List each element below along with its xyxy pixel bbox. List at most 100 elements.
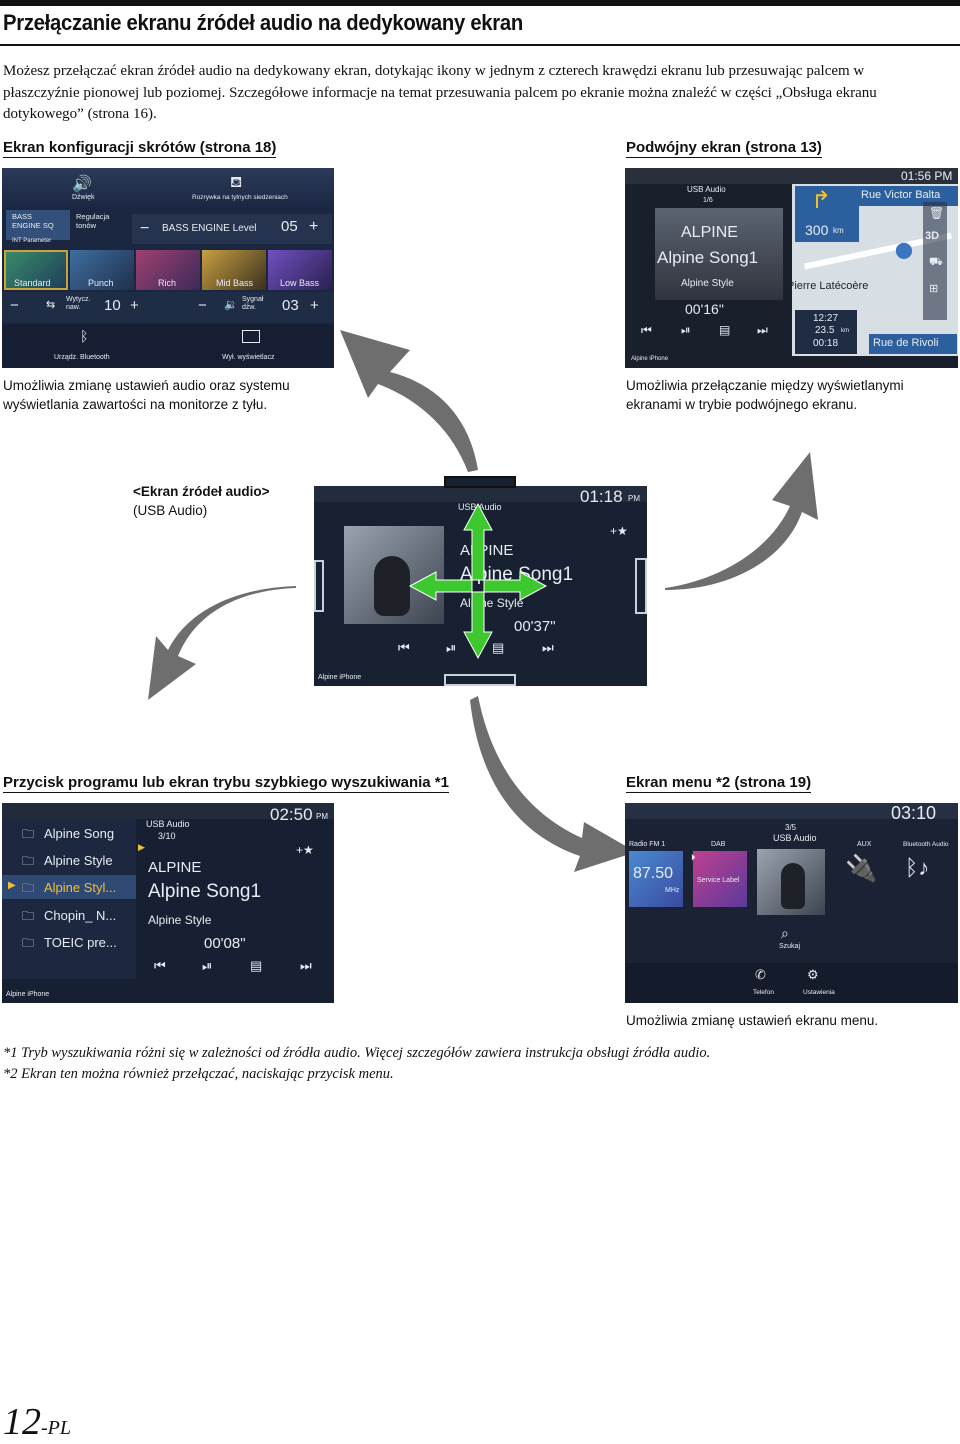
plus-button[interactable]: + [310, 297, 319, 314]
favorite-add-icon[interactable]: +★ [610, 524, 628, 538]
list-item[interactable]: Alpine Style [44, 853, 113, 868]
minus-button[interactable]: − [10, 297, 19, 314]
next-track-icon[interactable]: ⏭ [542, 640, 554, 655]
minus-button[interactable]: − [198, 297, 207, 314]
search-label: Szukaj [779, 943, 801, 950]
left-edge-tab[interactable] [314, 560, 324, 612]
aux-label: AUX [857, 841, 872, 848]
map-mode-icon[interactable]: ⊞ [929, 283, 939, 295]
poi-pin-icon: ⬤ [895, 242, 913, 259]
play-pause-icon[interactable]: ⏯ [681, 323, 691, 337]
favorite-add-icon[interactable]: +★ [296, 843, 314, 857]
elapsed-time: 00'16" [685, 301, 724, 317]
intro-paragraph: Możesz przełączać ekran źródeł audio na … [3, 63, 877, 122]
top-edge-tab[interactable] [444, 476, 516, 488]
plus-button[interactable]: + [309, 218, 319, 235]
search-icon[interactable]: ⌕ [781, 925, 789, 941]
shortcut-caption: Umożliwia zmianę ustawień audio oraz sys… [3, 378, 290, 412]
play-icon: ⏵ [691, 852, 696, 862]
bluetooth-audio-icon[interactable]: ᛒ♪ [905, 855, 930, 880]
play-pause-icon[interactable]: ⏯ [446, 640, 457, 655]
title-rule [0, 44, 960, 46]
prev-track-icon[interactable]: ⏮ [641, 323, 652, 337]
folder-icon: 🗀 [22, 827, 35, 841]
shortcut-bottom-bar [2, 324, 334, 368]
next-track-icon[interactable]: ⏭ [757, 323, 768, 337]
preset-punch[interactable] [70, 250, 134, 290]
distance-left-unit: km [841, 328, 849, 334]
repeat-icon[interactable]: ▤ [719, 323, 731, 337]
elapsed-time: 00'08" [204, 935, 246, 952]
source-label: USB Audio [687, 185, 726, 194]
settings-label: Ustawienia [803, 989, 835, 996]
footnote-2: *2 Ekran ten można również przełączać, n… [3, 1066, 394, 1082]
footnote-1: *1 Tryb wyszukiwania różni się w zależno… [3, 1045, 711, 1061]
repeat-icon[interactable]: ▤ [492, 640, 505, 655]
dab-tile[interactable] [693, 851, 747, 907]
sound-label: Dźwięk [72, 194, 95, 201]
display-off-icon[interactable] [242, 330, 260, 343]
turn-distance: 300 [805, 222, 829, 238]
bottom-edge-tab[interactable] [444, 674, 516, 686]
swipe-left-icon [408, 571, 473, 601]
penguin-figure [374, 556, 410, 616]
next-track-icon[interactable]: ⏭ [300, 958, 312, 973]
clock: 01:56 PM [901, 169, 953, 183]
dab-label: DAB [711, 841, 726, 848]
traffic-icon[interactable]: ⛟ [929, 256, 943, 268]
page-number-value: 12 [3, 1401, 41, 1443]
preset-mid-bass[interactable] [202, 250, 266, 290]
list-item[interactable]: Alpine Styl... [44, 880, 117, 895]
rear-entertainment-label: Rozrywka na tylnych siedzeniach [192, 194, 288, 201]
bluetooth-icon[interactable]: ᛒ [80, 328, 89, 344]
preset-standard[interactable] [4, 250, 68, 290]
radio-tile[interactable] [629, 851, 683, 907]
dual-heading: Podwójny ekran (strona 13) [626, 139, 822, 158]
device-name: Alpine iPhone [6, 991, 50, 998]
preset-rich[interactable] [136, 250, 200, 290]
source-label: USB Audio [146, 819, 190, 829]
street-name: Rue Victor Balta [861, 189, 941, 201]
quick-screen: 02:50 PM 🗀 Alpine Song 🗀 Alpine Style ▶ … [2, 803, 334, 1003]
trash-icon[interactable]: 🗑 [929, 206, 945, 220]
album-name: Alpine Style [681, 278, 734, 289]
seat-icon: ⛾ [230, 174, 243, 191]
map-buttons [923, 202, 947, 320]
repeat-icon[interactable]: ▤ [250, 958, 263, 973]
view-3d-button[interactable]: 3D [925, 230, 940, 242]
right-edge-tab[interactable] [635, 558, 647, 614]
prev-track-icon[interactable]: ⏮ [398, 640, 410, 655]
plus-button[interactable]: + [130, 297, 139, 314]
preset-label: Standard [14, 278, 51, 288]
phone-icon[interactable]: ✆ [755, 967, 766, 982]
clock-ampm: PM [628, 494, 640, 503]
settings-icon[interactable]: ⚙ [807, 967, 819, 982]
preset-low-bass[interactable] [268, 250, 332, 290]
list-item[interactable]: Chopin_ N... [44, 908, 117, 923]
penguin-figure [781, 863, 805, 909]
list-item[interactable]: Alpine Song [44, 826, 115, 841]
quick-heading: Przycisk programu lub ekran trybu szybki… [3, 774, 449, 793]
aux-cable-icon[interactable]: 🔌 [845, 853, 878, 883]
shortcut-screen: 🔊 Dźwięk ⛾ Rozrywka na tylnych siedzenia… [2, 168, 334, 368]
bass-sq-tile[interactable] [6, 210, 70, 240]
display-off-label: Wył. wyświetlacz [222, 354, 275, 361]
clock: 01:18 [580, 487, 623, 506]
shortcut-heading: Ekran konfiguracji skrótów (strona 18) [3, 139, 277, 158]
minus-button[interactable]: − [140, 220, 150, 237]
top-rule [0, 0, 960, 6]
arrow-to-dual-icon [665, 452, 818, 590]
tone-label: Regulacja tonów [76, 212, 110, 230]
radio-frequency: 87.50 [633, 865, 674, 882]
phone-label: Telefon [753, 989, 774, 996]
play-pause-icon[interactable]: ⏯ [202, 958, 213, 973]
beep-label: Sygnał dźw. [242, 296, 264, 311]
service-label: Service Label [697, 877, 740, 884]
prev-track-icon[interactable]: ⏮ [154, 958, 166, 973]
turn-arrow-icon: ↱ [811, 187, 832, 214]
menu-bottom-bar [625, 963, 958, 1003]
list-item[interactable]: TOEIC pre... [44, 935, 117, 950]
arrow-to-shortcut-icon [340, 330, 478, 472]
folder-icon: 🗀 [22, 936, 35, 950]
